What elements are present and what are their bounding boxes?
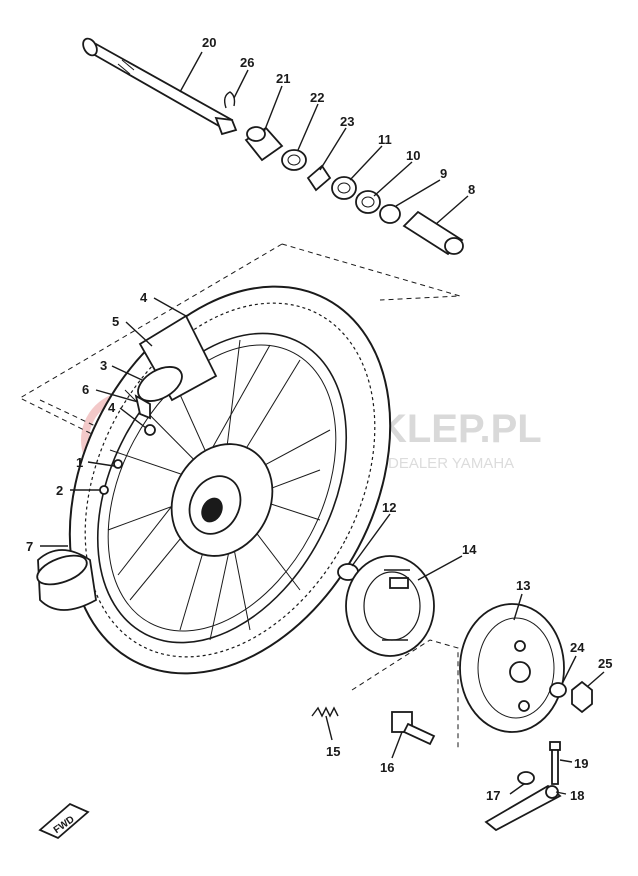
label-part-11: 11 <box>378 132 392 147</box>
collar-part <box>402 210 464 256</box>
label-part-13: 13 <box>516 578 530 593</box>
bearing-part <box>331 176 357 200</box>
label-part-17: 17 <box>486 788 500 803</box>
spacer-part <box>306 164 332 192</box>
tire-part <box>36 549 97 611</box>
label-part-5: 5 <box>112 314 119 329</box>
brake-plate-part <box>459 603 565 733</box>
bolt-part <box>549 741 561 785</box>
part-labels: 20 26 21 22 23 11 10 9 8 4 5 3 6 4 1 2 7… <box>26 35 612 803</box>
label-part-3: 3 <box>100 358 107 373</box>
nut-part <box>571 680 593 714</box>
label-part-9: 9 <box>440 166 447 181</box>
brake-arm-part <box>484 784 562 832</box>
label-part-14: 14 <box>462 542 477 557</box>
spoke-nipple-part <box>99 485 109 495</box>
label-part-4-top: 4 <box>140 290 148 305</box>
label-part-2: 2 <box>56 483 63 498</box>
label-part-18: 18 <box>570 788 584 803</box>
label-part-21: 21 <box>276 71 290 86</box>
oil-seal-part <box>379 204 401 224</box>
label-part-26: 26 <box>240 55 254 70</box>
label-part-4-lower: 4 <box>108 400 116 415</box>
rim-band-part <box>137 314 218 402</box>
label-part-15: 15 <box>326 744 340 759</box>
label-part-10: 10 <box>406 148 420 163</box>
brake-cam-part <box>391 711 436 746</box>
label-part-12: 12 <box>382 500 396 515</box>
spoke-nipple-part <box>144 424 156 436</box>
label-part-24: 24 <box>570 640 585 655</box>
label-part-16: 16 <box>380 760 394 775</box>
brake-shoe-part <box>345 555 435 657</box>
assembly-guide-line <box>351 639 459 748</box>
fwd-arrow-icon: FWD <box>38 802 90 840</box>
collar-part <box>244 126 284 162</box>
label-part-19: 19 <box>574 756 588 771</box>
oil-seal-part <box>281 149 307 171</box>
washer-part <box>517 771 535 785</box>
label-part-6: 6 <box>82 382 89 397</box>
label-part-23: 23 <box>340 114 354 129</box>
label-part-20: 20 <box>202 35 216 50</box>
valve-part <box>134 394 151 420</box>
bearing-part <box>355 190 381 214</box>
label-part-1: 1 <box>76 455 83 470</box>
spoke-nipple-part <box>113 459 123 469</box>
washer-part <box>549 682 567 698</box>
label-part-25: 25 <box>598 656 612 671</box>
label-part-8: 8 <box>468 182 475 197</box>
spring-part <box>311 706 339 718</box>
cotter-pin-part <box>223 91 236 109</box>
leader-lines <box>40 51 605 795</box>
watermark-sub: DEALER YAMAHA <box>388 455 514 472</box>
label-part-22: 22 <box>310 90 324 105</box>
label-part-7: 7 <box>26 539 33 554</box>
axle-part <box>82 37 238 136</box>
